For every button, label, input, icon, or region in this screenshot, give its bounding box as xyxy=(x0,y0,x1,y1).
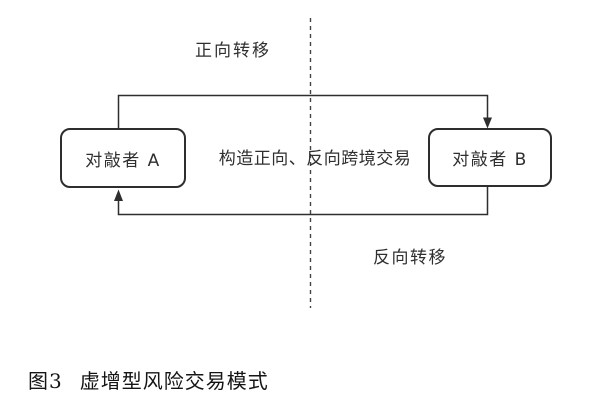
reverse-arrowhead-icon xyxy=(114,189,123,201)
forward-transfer-label: 正向转移 xyxy=(195,41,271,61)
figure-number: 图3 xyxy=(28,369,63,393)
node-counterparty-a-label: 对敲者 A xyxy=(85,150,161,171)
forward-arrowhead-icon xyxy=(483,117,492,129)
node-counterparty-b: 对敲者 B xyxy=(428,128,552,187)
node-counterparty-a: 对敲者 A xyxy=(60,128,186,188)
node-counterparty-b-label: 对敲者 B xyxy=(452,150,528,170)
figure-caption: 图3 虚增型风险交易模式 xyxy=(28,365,269,394)
forward-arrow-line xyxy=(117,94,489,128)
figure-title: 虚增型风险交易模式 xyxy=(79,369,269,393)
cross-border-transaction-label: 构造正向、反向跨境交易 xyxy=(218,149,412,169)
reverse-arrow-line xyxy=(117,187,489,216)
reverse-transfer-label: 反向转移 xyxy=(373,248,447,268)
